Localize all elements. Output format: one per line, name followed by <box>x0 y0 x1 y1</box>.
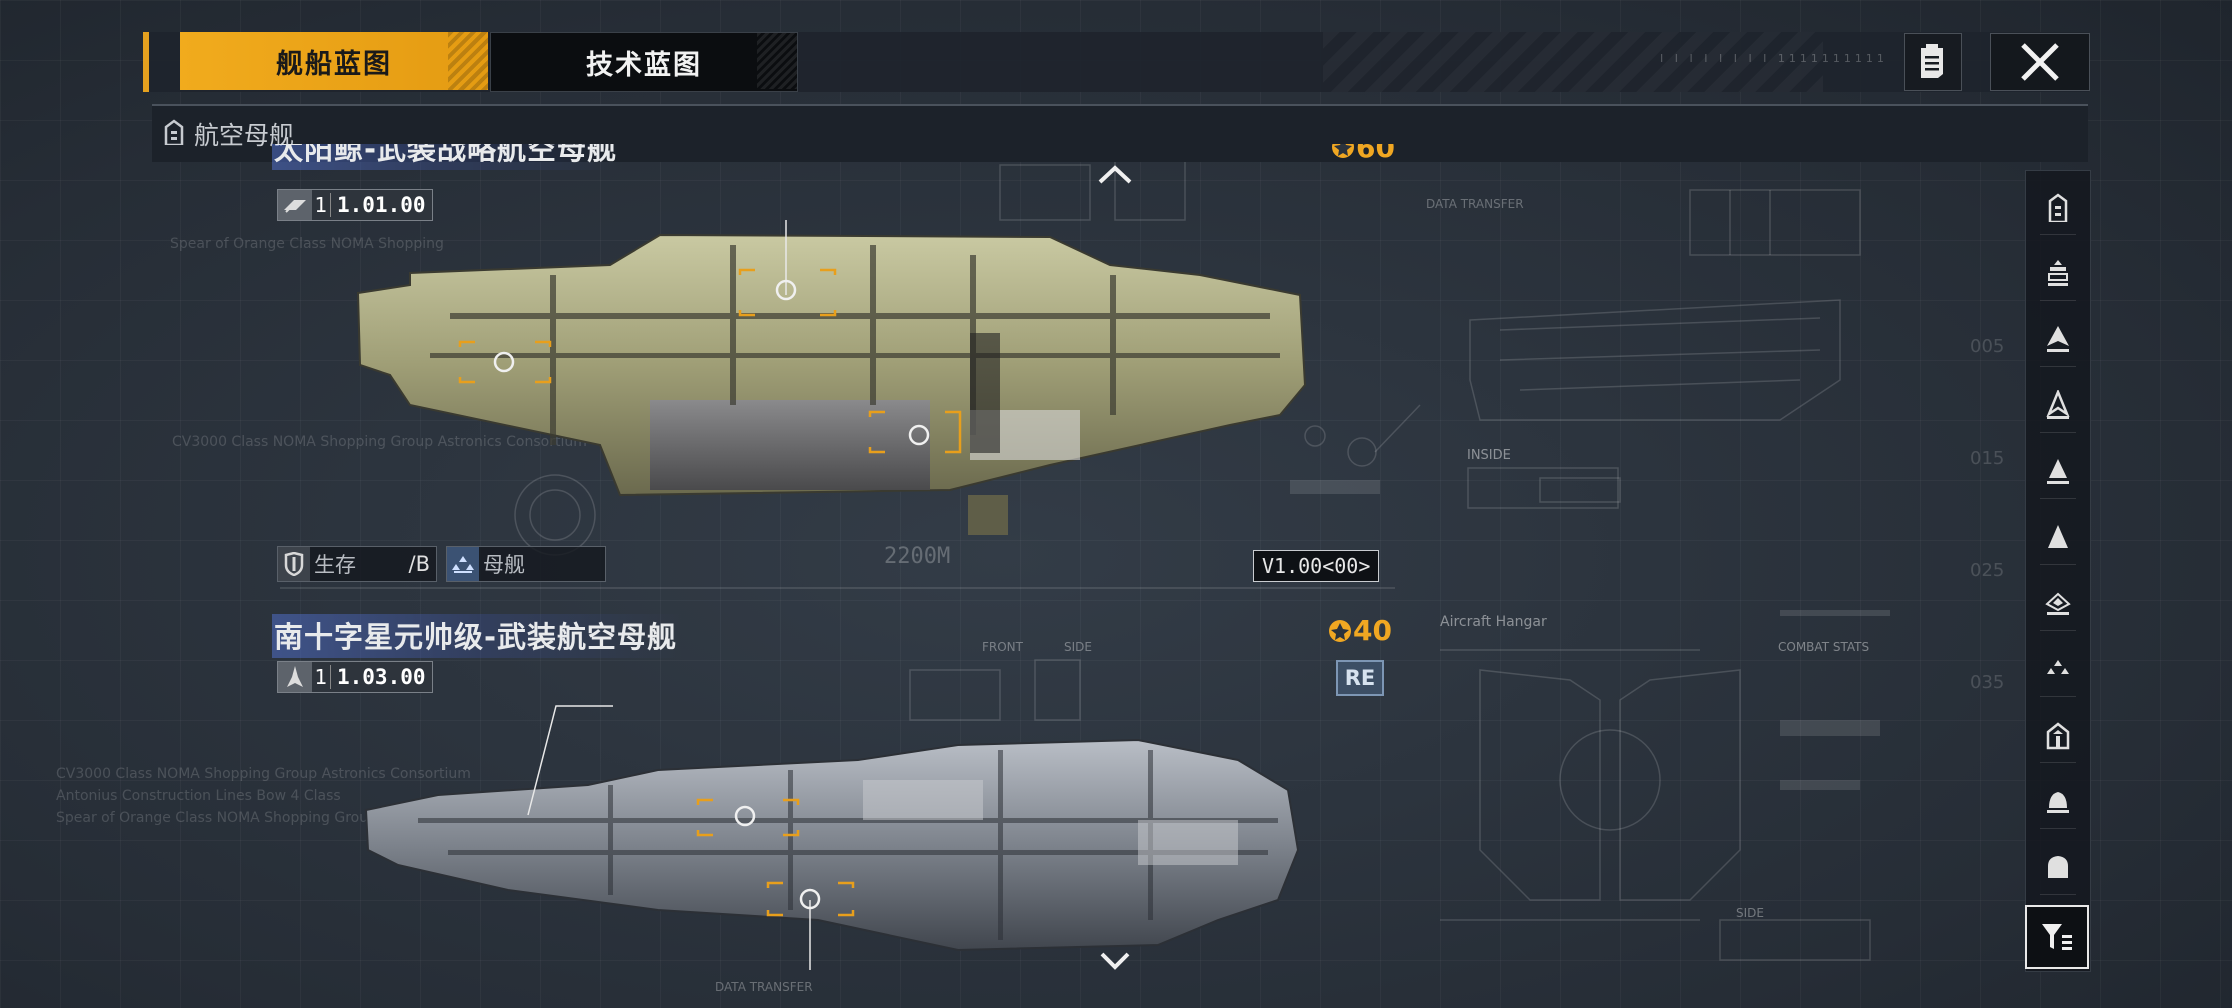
ship-class-sidebar <box>2025 170 2091 972</box>
re-badge: RE <box>1336 660 1384 696</box>
sidebar-item-support[interactable] <box>2026 773 2090 829</box>
close-button[interactable] <box>1990 33 2090 91</box>
bp-side: SIDE <box>1064 640 1092 654</box>
chevron-down-icon <box>1100 952 1130 970</box>
bp-text: Spear of Orange Class NOMA Shopping Grou… <box>56 810 377 826</box>
sidebar-item-utility[interactable] <box>2026 839 2090 895</box>
carrier-class-icon <box>2048 193 2068 222</box>
scroll-up-button[interactable] <box>1096 162 1134 190</box>
bp-tick: 035 <box>1970 672 2005 693</box>
bp-text: Antonius Construction Lines Bow 4 Class <box>56 788 341 804</box>
bp-inside: INSIDE <box>1467 448 1511 463</box>
sidebar-item-squadron[interactable] <box>2026 641 2090 697</box>
sidebar-item-aircraft[interactable] <box>2026 575 2090 631</box>
notes-icon <box>1921 44 1943 78</box>
score-value: 60 <box>1356 144 1395 164</box>
stat-role: 母舰 <box>446 546 606 582</box>
carrier-role-icon <box>447 547 479 581</box>
tab-ship-blueprint[interactable]: 舰船蓝图 <box>180 32 488 90</box>
version-icon <box>278 190 312 220</box>
sidebar-item-battleship[interactable] <box>2026 245 2090 301</box>
sidebar-item-frigate[interactable] <box>2026 443 2090 499</box>
notes-button[interactable] <box>1904 33 1962 91</box>
aircraft-class-icon <box>2045 592 2071 615</box>
ship-name-1-wrap: 太阳鲸-武装战略航空母舰 <box>272 144 624 174</box>
ship-name: 南十字星元帅级-武装航空母舰 <box>272 614 684 658</box>
bp-data-transfer: DATA TRANSFER <box>1426 197 1524 211</box>
version-number: 1.01.00 <box>337 193 426 217</box>
bp-combat-stats: COMBAT STATS <box>1778 640 1870 654</box>
support-class-icon <box>2047 792 2069 813</box>
score-icon <box>1332 144 1354 158</box>
sidebar-item-destroyer[interactable] <box>2026 377 2090 433</box>
sidebar-item-station[interactable] <box>2026 707 2090 763</box>
version-tier: 1 <box>312 193 331 217</box>
sidebar-item-cruiser[interactable] <box>2026 311 2090 367</box>
version-badge: V1.00<00> <box>1253 550 1380 582</box>
frigate-class-icon <box>2047 459 2069 484</box>
shield-icon <box>278 547 310 581</box>
utility-class-icon <box>2048 856 2068 878</box>
stat-survival-value: /B <box>408 552 430 576</box>
station-class-icon <box>2046 722 2070 750</box>
stat-survival-label: 生存 <box>314 553 356 577</box>
bp-tick: 005 <box>1970 336 2005 357</box>
sidebar-item-corvette[interactable] <box>2026 509 2090 565</box>
carrier-category-icon <box>164 119 184 149</box>
top-decor-text: I I I I I I I I 1111111111 <box>1660 52 1888 65</box>
version-number: 1.03.00 <box>337 665 426 689</box>
battleship-class-icon <box>2048 260 2068 286</box>
version-tier: 1 <box>312 665 331 689</box>
chevron-up-icon <box>1098 165 1132 184</box>
cruiser-class-icon <box>2047 326 2069 352</box>
bp-front: FRONT <box>982 640 1023 654</box>
top-accent <box>143 32 149 92</box>
version-icon <box>278 662 312 692</box>
score-2: 40 <box>1327 614 1392 647</box>
version-chip: 1 1.03.00 <box>277 661 433 693</box>
filter-button[interactable] <box>2025 905 2089 969</box>
corvette-class-icon <box>2048 525 2068 548</box>
bp-text: CV3000 Class NOMA Shopping Group Astroni… <box>56 766 471 782</box>
bp-side: SIDE <box>1736 906 1764 920</box>
close-icon <box>2021 43 2059 81</box>
bp-aircraft-hangar: Aircraft Hangar <box>1440 614 1547 630</box>
ship-image-southern-cross[interactable] <box>358 700 1318 980</box>
bp-tick: 015 <box>1970 448 2005 469</box>
sidebar-item-carrier[interactable] <box>2026 179 2090 235</box>
bp-text: Spear of Orange Class NOMA Shopping <box>170 236 444 252</box>
score-value: 40 <box>1353 614 1392 647</box>
ship-name: 太阳鲸-武装战略航空母舰 <box>272 144 624 170</box>
destroyer-class-icon <box>2046 390 2070 419</box>
bp-tick: 025 <box>1970 560 2005 581</box>
bp-text: CV3000 Class NOMA Shopping Group Astroni… <box>172 434 587 450</box>
scale-label: 2200M <box>884 544 951 569</box>
squadron-class-icon <box>2047 660 2069 674</box>
bp-data-transfer: DATA TRANSFER <box>715 980 813 994</box>
scroll-down-button[interactable] <box>1098 950 1132 976</box>
stat-role-label: 母舰 <box>483 553 525 577</box>
tab-tech-blueprint[interactable]: 技术蓝图 <box>490 32 798 92</box>
score-1: 60 <box>1330 144 1395 166</box>
ship-image-sunwhale[interactable] <box>350 215 1310 545</box>
score-icon <box>1329 619 1351 642</box>
stat-survival: 生存 /B <box>277 546 437 582</box>
version-chip: 1 1.01.00 <box>277 189 433 221</box>
filter-icon <box>2042 924 2072 950</box>
